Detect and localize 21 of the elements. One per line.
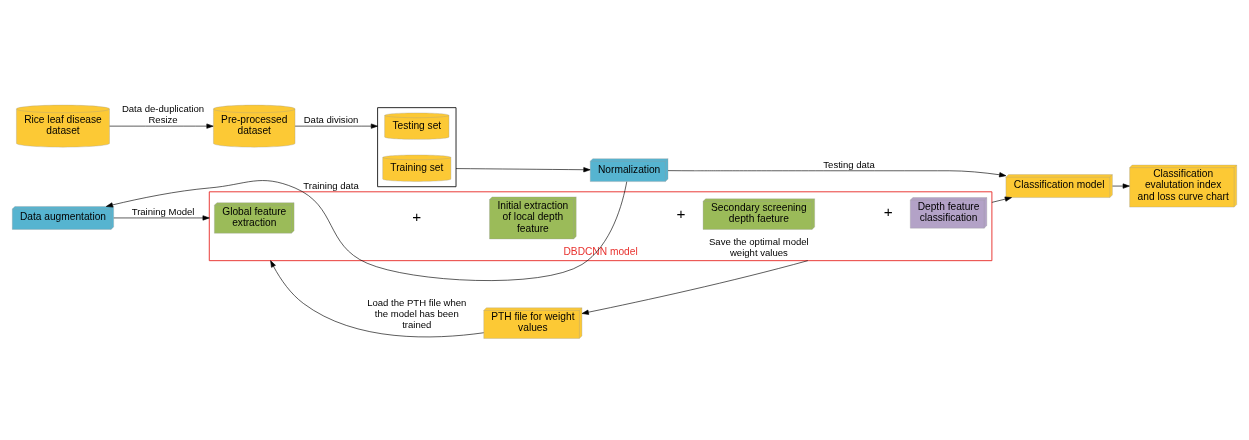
- arrow: [1112, 183, 1130, 189]
- cluster: [377, 106, 457, 187]
- edge-label: Testing data: [823, 158, 875, 170]
- edge-label: Save the optimal model weight values: [708, 235, 809, 258]
- edge-label: Training data: [303, 179, 359, 191]
- arrow: [455, 166, 591, 172]
- edge-label: Training Model: [131, 205, 195, 217]
- arrow: [294, 123, 378, 129]
- arrow: [109, 123, 214, 129]
- label: +: [676, 204, 686, 222]
- edge-label: Data de-duplication Resize: [121, 102, 205, 125]
- label: +: [412, 207, 422, 225]
- arrow: [105, 179, 628, 281]
- edge-label: Data division: [303, 113, 359, 125]
- arrow: [113, 214, 210, 220]
- edge-label: Load the PTH file when the model has been trained: [367, 296, 467, 330]
- arrow: [581, 259, 809, 315]
- arrow: [270, 259, 484, 337]
- arrow: [991, 196, 1012, 203]
- label: +: [883, 202, 893, 220]
- arrow: [667, 169, 1007, 177]
